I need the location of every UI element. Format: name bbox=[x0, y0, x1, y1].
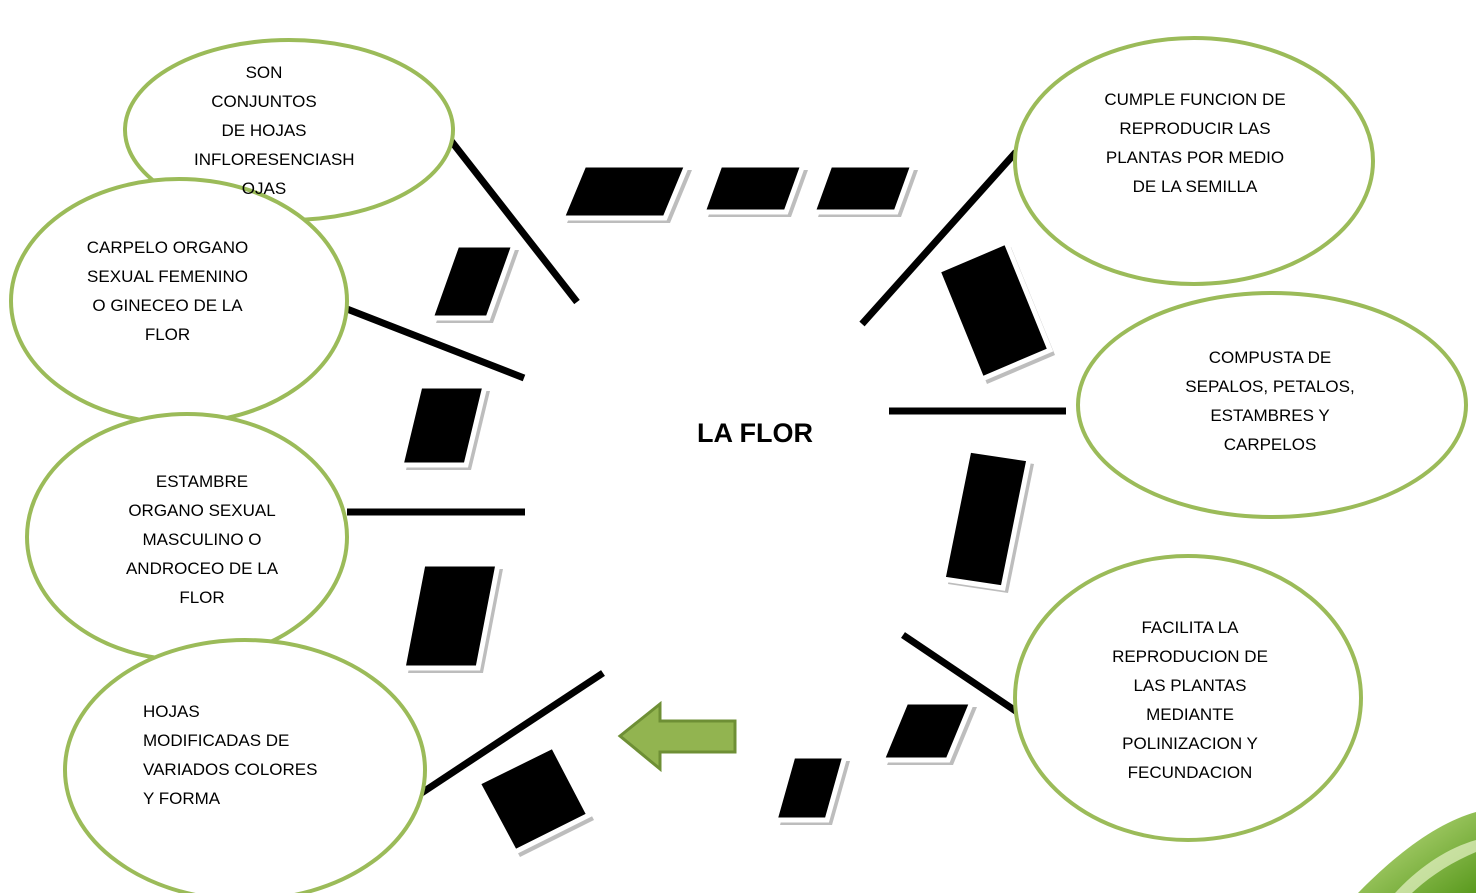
parallelogram-shape bbox=[397, 383, 490, 470]
square-shape bbox=[474, 742, 594, 857]
parallelogram-shape bbox=[399, 561, 503, 673]
ellipse-facilita bbox=[1013, 554, 1363, 842]
rectangle-shape bbox=[940, 447, 1034, 593]
parallelogram-shape bbox=[699, 162, 808, 217]
parallelogram-shape bbox=[878, 699, 977, 765]
bubble-text-compuesta: COMPUSTA DE SEPALOS, PETALOS, ESTAMBRES … bbox=[1185, 348, 1355, 454]
connector-line-7 bbox=[901, 632, 1031, 723]
parallelogram-shape bbox=[771, 753, 850, 825]
ellipse-hojas-modificadas bbox=[63, 638, 427, 893]
bubble-text-hojas-conjuntos: SON CONJUNTOS DE HOJAS INFLORESENCIASH O… bbox=[194, 63, 355, 198]
concept-ellipses bbox=[9, 36, 1468, 893]
ellipse-funcion bbox=[1013, 36, 1375, 286]
central-topic-label: LA FLOR bbox=[697, 418, 813, 448]
parallelogram-shape bbox=[558, 162, 692, 223]
connector-line-1 bbox=[442, 130, 580, 305]
bubble-text-facilita: FACILITA LA REPRODUCION DE LAS PLANTAS M… bbox=[1112, 618, 1268, 782]
connector-line-2 bbox=[345, 305, 526, 382]
bubble-text-hojas-modificadas: HOJAS MODIFICADAS DE VARIADOS COLORES Y … bbox=[143, 702, 318, 808]
shape-connectors bbox=[397, 162, 1055, 857]
bubble-text-funcion: CUMPLE FUNCION DE REPRODUCIR LAS PLANTAS… bbox=[1104, 90, 1286, 196]
ellipse-compuesta bbox=[1076, 291, 1468, 519]
rectangle-shape bbox=[934, 238, 1055, 384]
left-arrow-icon bbox=[617, 700, 737, 773]
parallelogram-shape bbox=[427, 242, 519, 323]
corner-swoosh bbox=[1358, 812, 1476, 893]
parallelogram-shape bbox=[809, 162, 918, 217]
connector-line-5 bbox=[859, 149, 1019, 327]
corner-swoosh-highlight bbox=[1395, 840, 1476, 893]
connector-lines bbox=[345, 130, 1066, 803]
bubble-text-estambre: ESTAMBRE ORGANO SEXUAL MASCULINO O ANDRO… bbox=[125, 472, 279, 607]
connector-line-4 bbox=[409, 670, 605, 803]
bubble-text-carpelo: CARPELO ORGANO SEXUAL FEMENINO O GINECEO… bbox=[86, 238, 249, 344]
